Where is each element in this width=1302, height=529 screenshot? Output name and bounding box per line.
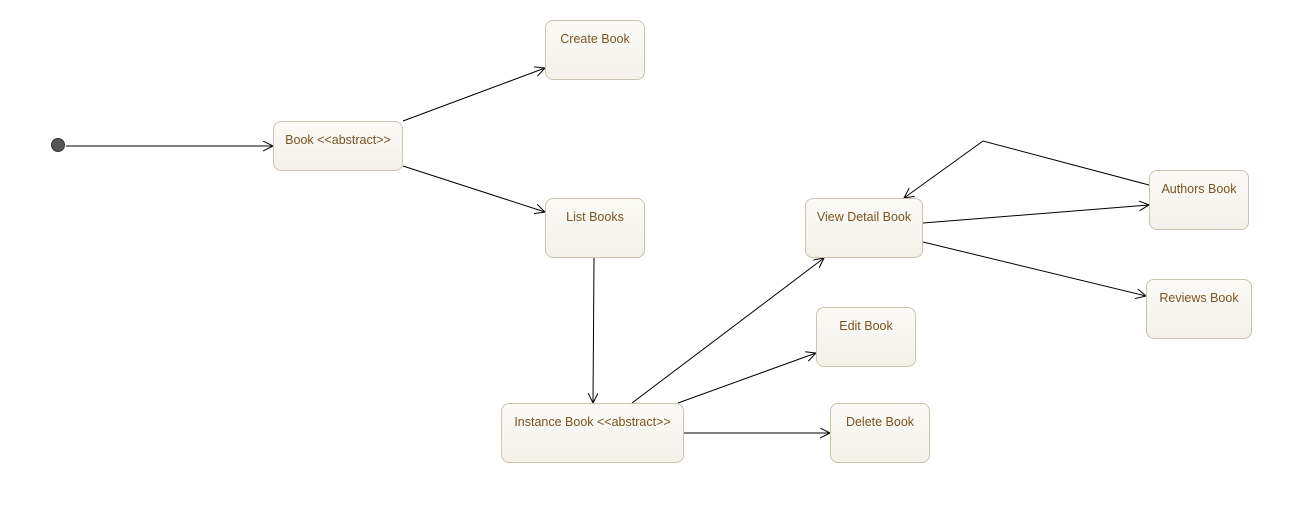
edge-book-to-list <box>402 165 545 212</box>
state-label: Delete Book <box>845 415 915 429</box>
state-authors-book[interactable]: Authors Book <box>1149 170 1249 230</box>
state-label: Instance Book <<abstract>> <box>514 415 671 429</box>
state-label: Authors Book <box>1161 182 1237 196</box>
initial-node <box>51 138 65 152</box>
state-reviews-book[interactable]: Reviews Book <box>1146 279 1252 339</box>
state-edit-book[interactable]: Edit Book <box>816 307 916 367</box>
state-delete-book[interactable]: Delete Book <box>830 403 930 463</box>
state-label: Edit Book <box>839 319 893 333</box>
edge-book-to-create <box>402 68 545 122</box>
state-label: Book <<abstract>> <box>285 133 391 147</box>
state-book-abstract[interactable]: Book <<abstract>> <box>273 121 403 171</box>
edge-view-to-authors <box>922 205 1149 224</box>
state-create-book[interactable]: Create Book <box>545 20 645 80</box>
state-label: Reviews Book <box>1159 291 1239 305</box>
state-view-detail-book[interactable]: View Detail Book <box>805 198 923 258</box>
state-label: Create Book <box>560 32 630 46</box>
state-instance-book-abstract[interactable]: Instance Book <<abstract>> <box>501 403 684 463</box>
state-label: View Detail Book <box>816 210 912 224</box>
edge-authors-to-view <box>904 140 1150 198</box>
edge-list-to-instance <box>593 257 594 403</box>
state-label: List Books <box>566 210 624 224</box>
edge-view-to-reviews <box>922 241 1146 296</box>
edge-instance-to-view <box>631 258 824 404</box>
edge-instance-to-edit <box>677 353 816 404</box>
state-list-books[interactable]: List Books <box>545 198 645 258</box>
